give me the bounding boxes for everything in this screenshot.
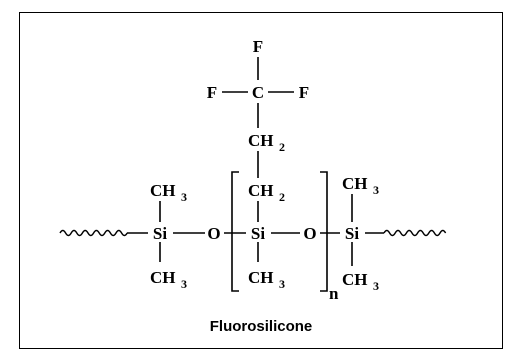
ch3-right-bottom-label: CH [342, 270, 368, 289]
ch3-left-top-label: CH [150, 181, 176, 200]
repeat-count-n: n [329, 284, 339, 303]
ch3-left-top-subscript: 3 [181, 190, 187, 204]
ch3-left-bottom: CH 3 [150, 268, 187, 291]
ch2-ring: CH 2 [248, 181, 285, 204]
ch2-ring-subscript: 2 [279, 190, 285, 204]
carbon-cf3: C [252, 83, 264, 102]
silicon-center: Si [251, 224, 265, 243]
ch3-center-bottom-label: CH [248, 268, 274, 287]
ch2-ring-label: CH [248, 181, 274, 200]
ch3-center-bottom: CH 3 [248, 268, 285, 291]
fluorine-top: F [253, 37, 263, 56]
ch3-right-top: CH 3 [342, 174, 379, 197]
ch3-left-bottom-subscript: 3 [181, 277, 187, 291]
polymer-chain-wave-left [59, 229, 128, 237]
silicon-right: Si [345, 224, 359, 243]
ch2-chain-label: CH [248, 131, 274, 150]
figure-frame [19, 12, 503, 349]
polymer-chain-wave-right [383, 229, 447, 237]
ch3-center-bottom-subscript: 3 [279, 277, 285, 291]
oxygen-right: O [303, 224, 316, 243]
repeat-bracket-left [231, 171, 239, 292]
ch2-chain: CH 2 [248, 131, 285, 154]
ch3-left-top: CH 3 [150, 181, 187, 204]
ch3-right-bottom-subscript: 3 [373, 279, 379, 293]
ch3-right-top-subscript: 3 [373, 183, 379, 197]
repeat-bracket-right [320, 171, 328, 292]
diagram-caption: Fluorosilicone [210, 318, 313, 335]
silicon-left: Si [153, 224, 167, 243]
ch3-right-bottom: CH 3 [342, 270, 379, 293]
ch3-right-top-label: CH [342, 174, 368, 193]
oxygen-left: O [207, 224, 220, 243]
fluorine-right: F [299, 83, 309, 102]
fluorine-left: F [207, 83, 217, 102]
ch2-chain-subscript: 2 [279, 140, 285, 154]
ch3-left-bottom-label: CH [150, 268, 176, 287]
